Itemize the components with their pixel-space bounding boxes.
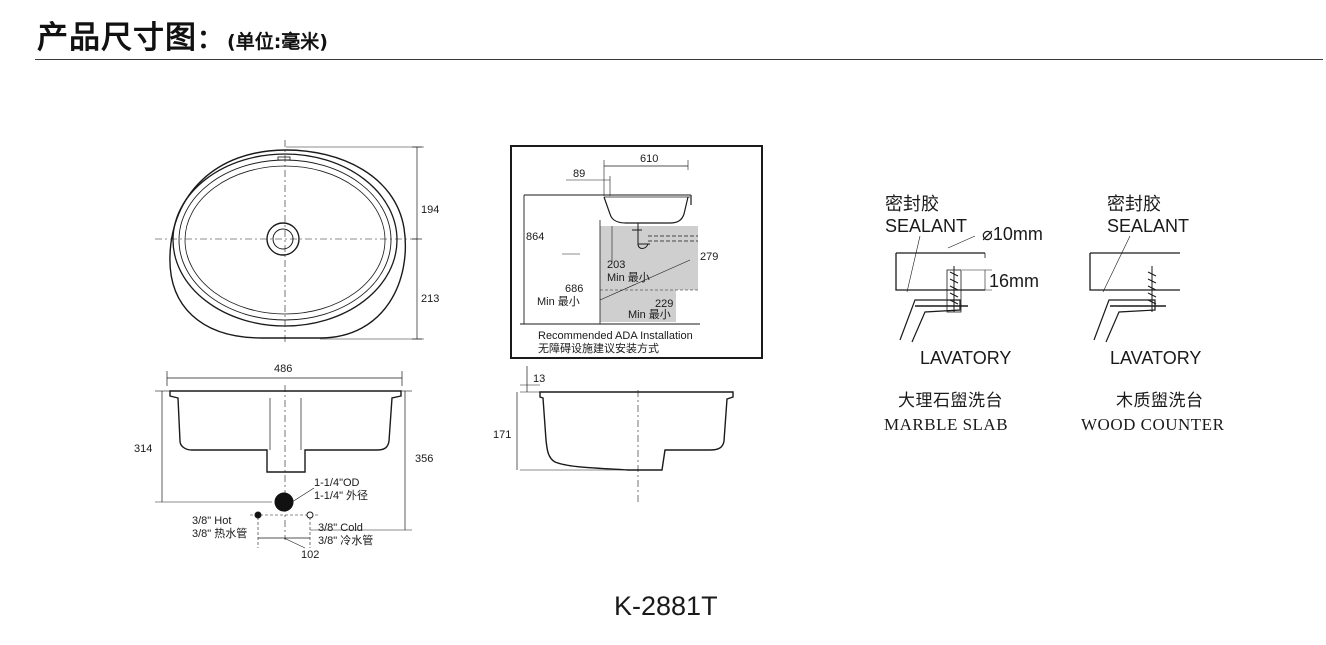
wood-basin-rim-section	[1093, 299, 1156, 343]
page-title: 产品尺寸图	[37, 20, 197, 56]
marble-dia-10mm: ⌀10mm	[982, 224, 1043, 244]
cold-label-cn: 3/8" 冷水管	[318, 533, 373, 547]
page-header: 产品尺寸图 ： (单位:毫米)	[37, 12, 328, 57]
front-view	[155, 371, 412, 549]
wood-sealant-en: SEALANT	[1107, 216, 1189, 236]
ada-caption-cn: 无障碍设施建议安装方式	[538, 341, 659, 355]
dim-89: 89	[573, 168, 585, 180]
od-label-cn: 1-1/4" 外径	[314, 489, 368, 502]
od-label: 1-1/4"OD	[314, 477, 360, 489]
wood-screw	[1147, 266, 1157, 312]
basin-front-profile	[169, 390, 402, 473]
dim-314: 314	[134, 443, 152, 455]
dim-213: 213	[421, 293, 439, 305]
basin-rim-outline	[169, 149, 406, 339]
dim-203: 203	[607, 259, 625, 271]
dim-171: 171	[493, 429, 511, 441]
marble-lavatory-label: LAVATORY	[920, 348, 1011, 368]
marble-slab-outline	[895, 252, 985, 291]
unit-label: (单位:毫米)	[227, 31, 328, 53]
anchor-bolt	[949, 266, 959, 312]
marble-name-cn: 大理石盥洗台	[898, 391, 1003, 410]
dim-686: 686	[565, 283, 583, 295]
overflow-slot	[277, 156, 291, 161]
hot-label-cn: 3/8" 热水管	[192, 526, 247, 540]
min-203-label: Min 最小	[607, 271, 650, 284]
title-colon: ：	[197, 25, 224, 55]
dim-864: 864	[526, 231, 544, 243]
ada-caption-en: Recommended ADA Installation	[538, 330, 693, 342]
min-686-label: Min 最小	[537, 295, 580, 308]
cold-supply-marker	[306, 511, 314, 519]
dim-102: 102	[301, 549, 319, 561]
wood-name-cn: 木质盥洗台	[1116, 391, 1204, 410]
wood-name-en: WOOD COUNTER	[1081, 415, 1225, 434]
dim-13: 13	[533, 373, 545, 385]
basin-side-profile	[539, 391, 734, 471]
side-view	[516, 366, 734, 502]
wood-lavatory-label: LAVATORY	[1110, 348, 1201, 368]
marble-slab-detail	[895, 235, 992, 343]
dim-279: 279	[700, 251, 718, 263]
hot-supply-marker	[254, 511, 262, 519]
knee-clearance-zone	[600, 226, 698, 322]
drain-outlet-marker	[274, 492, 294, 512]
wood-counter-outline	[1089, 252, 1180, 291]
wood-sealant-cn: 密封胶	[1107, 194, 1161, 214]
wood-counter-detail	[1089, 235, 1180, 343]
dim-486: 486	[274, 363, 292, 375]
dim-356: 356	[415, 453, 433, 465]
hot-label: 3/8" Hot	[192, 515, 231, 527]
ada-installation-box	[510, 145, 763, 359]
basin-rim-section	[899, 299, 961, 343]
header-divider	[35, 59, 1323, 60]
marble-depth-16mm: 16mm	[989, 271, 1039, 291]
cold-label: 3/8" Cold	[318, 522, 363, 534]
ada-basin-section	[603, 196, 689, 224]
marble-name-en: MARBLE SLAB	[884, 415, 1008, 434]
top-view	[155, 140, 424, 345]
marble-sealant-en: SEALANT	[885, 216, 967, 236]
dim-229: 229	[655, 298, 673, 310]
marble-sealant-cn: 密封胶	[885, 194, 939, 214]
min-229-label: Min 最小	[628, 308, 671, 321]
model-number: K-2881T	[614, 591, 718, 621]
ada-frame	[510, 145, 763, 359]
dim-610: 610	[640, 153, 658, 165]
dim-194: 194	[421, 204, 439, 216]
